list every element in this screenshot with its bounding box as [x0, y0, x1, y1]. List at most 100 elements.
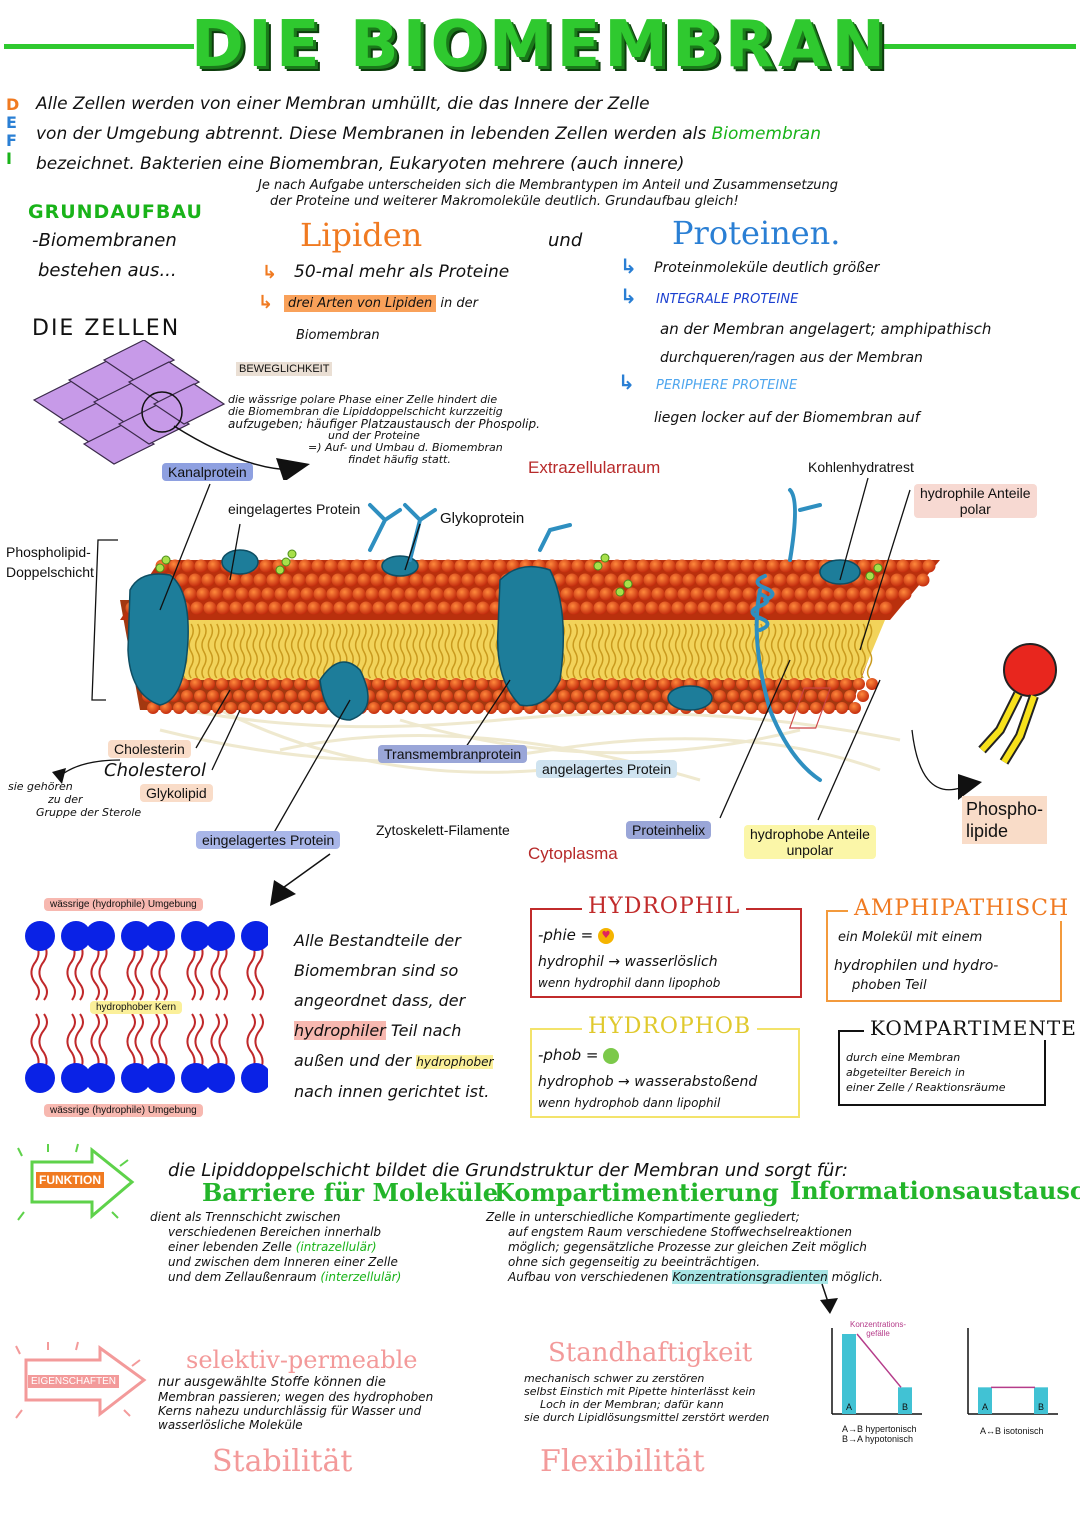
phospholipid-head: [658, 678, 670, 690]
phospholipid-tail: [713, 623, 719, 679]
phospholipid-head: [632, 678, 644, 690]
phospholipid-head: [433, 702, 445, 714]
phospholipid-head: [368, 702, 380, 714]
title-rule-left: [4, 44, 194, 49]
phospholipid-head: [463, 601, 477, 615]
phospholipid-head: [645, 601, 659, 615]
arrangement-hydrophob: hydrophober: [416, 1055, 494, 1069]
phospholipid-head: [794, 587, 808, 601]
phospholipid-tail: [802, 623, 809, 679]
selektiv-line: Kerns nahezu undurchlässig für Wasser un…: [158, 1404, 422, 1418]
phospholipid-head: [916, 573, 930, 587]
phospholipid-head: [229, 678, 241, 690]
phospholipid-head: [383, 573, 397, 587]
phospholipid-head: [558, 690, 570, 702]
phospholipid-tail: [687, 623, 694, 679]
label-glykoprotein: Glykoprotein: [440, 510, 525, 527]
bilayer-tail: [74, 943, 84, 1001]
phospholipid-tail: [591, 623, 598, 679]
chart1-title-line: gefälle: [866, 1329, 890, 1338]
phospholipid-head: [814, 601, 828, 615]
phospholipid-head: [450, 678, 462, 690]
defi-term-biomembran: Biomembran: [711, 124, 821, 144]
selektiv-line: Membran passieren; wegen des hydrophoben: [158, 1390, 434, 1404]
protein-point-1: Proteinmoleküle deutlich größer: [654, 260, 880, 276]
phospholipid-head: [300, 587, 314, 601]
phospholipid-tail: [284, 623, 290, 679]
phospholipid-head: [482, 587, 496, 601]
phospholipid-head: [602, 702, 614, 714]
phospholipid-head: [810, 702, 822, 714]
kompartimente-text: durch eine Membran abgeteilter Bereich i…: [846, 1050, 1006, 1095]
phospholipid-head: [493, 559, 507, 573]
phospholipid-head: [480, 690, 492, 702]
hydrophil-line-2: hydrophil → wasserlöslich: [538, 954, 718, 970]
funktion-heading-kompartimentierung: Kompartimentierung: [494, 1178, 779, 1207]
phospholipid-tail: [482, 623, 489, 679]
standhaftigkeit-line: sie durch Lipidlösungsmittel zerstört we…: [524, 1411, 770, 1424]
bilayer-head: [85, 921, 115, 951]
standhaftigkeit-line: Loch in der Membran; dafür kann: [540, 1398, 724, 1411]
bilayer-tail: [210, 1013, 220, 1071]
phospholipid-head: [584, 690, 596, 702]
chart-bar-label: B: [1038, 1402, 1044, 1412]
phospholipid-head: [207, 559, 221, 573]
arrangement-line: hydrophiler Teil nach: [294, 1016, 493, 1046]
phospholipid-head: [719, 702, 731, 714]
bilayer-head: [205, 921, 235, 951]
phospholipid-head: [753, 690, 765, 702]
phospholipid-tail: [207, 623, 214, 679]
kompartimentierung-line: möglich; gegensätzliche Prozesse zur gle…: [508, 1240, 867, 1254]
phospholipid-head: [853, 601, 867, 615]
phospholipid-tail: [380, 623, 386, 679]
phospholipid-head: [697, 601, 711, 615]
bilayer-head: [85, 1063, 115, 1093]
phospholipid-tail: [770, 623, 777, 679]
label-extrazellular: Extrazellularraum: [528, 458, 661, 477]
bilayer-tail: [98, 943, 108, 1001]
amphipathisch-line-1: ein Molekül mit einem: [838, 930, 983, 945]
phospholipid-head: [736, 678, 748, 690]
phospholipid-molecule: [978, 643, 1057, 765]
phospholipid-head: [333, 601, 347, 615]
lipid-highlight: drei Arten von Lipiden: [284, 295, 437, 312]
bilayer-head: [25, 921, 55, 951]
amphipathisch-line-3: phoben Teil: [852, 978, 927, 993]
phospholipid-head: [443, 587, 457, 601]
bilayer-tail: [194, 943, 204, 1001]
standhaftigkeit-line: selbst Einstich mit Pipette hinterlässt …: [524, 1385, 756, 1398]
phospholipid-head: [307, 678, 319, 690]
phospholipid-head: [311, 690, 323, 702]
phospholipid-head: [381, 702, 393, 714]
phospholipid-head: [173, 702, 185, 714]
phospholipid-head: [651, 587, 665, 601]
lipid-point-2: drei Arten von Lipiden in der: [284, 295, 478, 312]
phospholipid-head: [339, 587, 353, 601]
bilayer-illustration: [25, 921, 268, 1093]
phospholipid-head: [753, 559, 767, 573]
phospholipid-head: [469, 587, 483, 601]
phospholipid-head: [550, 702, 562, 714]
label-sterole: sie gehören zu der Gruppe der Sterole: [8, 780, 141, 819]
arrangement-line: Biomembran sind so: [294, 961, 459, 980]
chart1-caption: A→B hypertonisch B→A hypotonisch: [842, 1424, 917, 1444]
phospholipid-head: [459, 702, 471, 714]
phospholipid-head: [786, 573, 800, 587]
bilayer-head: [25, 1063, 55, 1093]
defi-letter: D: [6, 95, 20, 114]
phospholipid-tail: [463, 623, 470, 679]
protein-point-4: durchqueren/ragen aus der Membran: [660, 350, 923, 366]
phospholipid-head: [723, 678, 735, 690]
phospholipid-head: [307, 601, 321, 615]
phospholipid-head: [736, 601, 750, 615]
phospholipid-head: [272, 690, 284, 702]
phospholipid-head: [537, 702, 549, 714]
hydrophob-line-3: wenn hydrophob dann lipophil: [538, 1096, 721, 1110]
phospholipid-tail: [822, 623, 828, 679]
phospholipid-head: [788, 601, 802, 615]
phospholipid-ds-text: Phospholipid-: [6, 544, 91, 560]
phospholipid-head: [604, 573, 618, 587]
phospholipid-head: [567, 601, 581, 615]
phospholipid-head: [461, 573, 475, 587]
